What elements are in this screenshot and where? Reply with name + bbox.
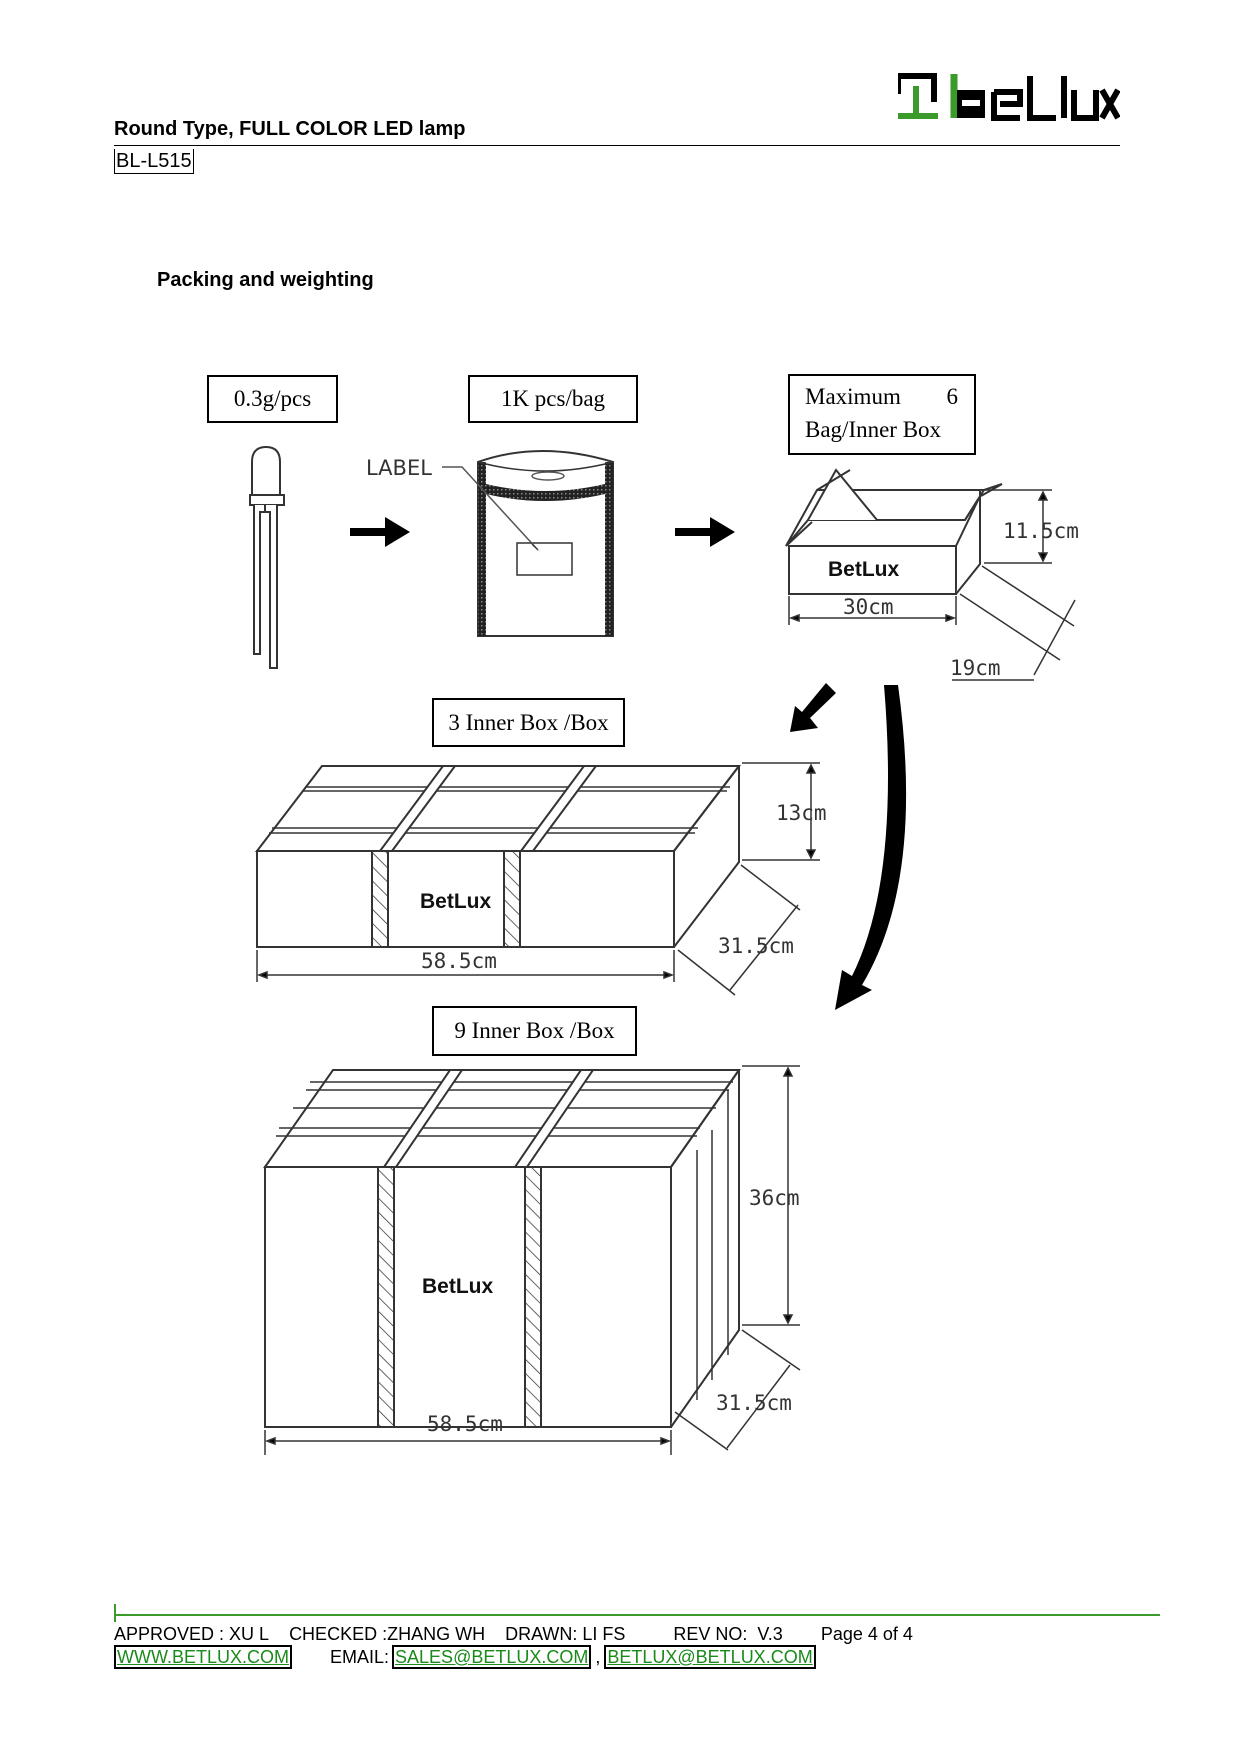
section-title: Packing and weighting	[157, 269, 374, 291]
inner-box-icon: BetLux	[785, 468, 1003, 595]
outer-box-3-height: 13cm	[776, 801, 827, 825]
revision-number: REV NO: V.3	[673, 1624, 783, 1644]
tag-line-1a: Maximum	[805, 384, 901, 409]
arrow-right-icon	[675, 517, 735, 547]
drawn-by: DRAWN: LI FS	[505, 1624, 626, 1644]
brand-label: BetLux	[420, 890, 491, 913]
bag-icon: LABEL	[366, 450, 614, 637]
email-label: EMAIL:	[330, 1646, 390, 1667]
outer-box-3-width: 58.5cm	[421, 949, 497, 973]
part-number: BL-L515	[114, 149, 194, 174]
sales-email-link[interactable]: SALES@BETLUX.COM	[392, 1645, 592, 1669]
inner-box-depth: 19cm	[950, 656, 1001, 680]
outer-box-9-depth: 31.5cm	[716, 1391, 792, 1415]
betlux-logo	[898, 73, 1120, 121]
page-number: Page 4 of 4	[820, 1624, 913, 1644]
outer-box-3-dimensions	[256, 762, 820, 996]
outer-box-9-dimensions	[264, 1065, 801, 1455]
pieces-per-bag-tag: 1K pcs/bag	[468, 375, 638, 423]
label-callout: LABEL	[366, 456, 432, 480]
outer-box-9-icon: BetLux	[263, 1069, 741, 1428]
bags-per-inner-box-tag: Maximum 6 Bag/Inner Box	[788, 374, 976, 455]
document-title: Round Type, FULL COLOR LED lamp	[114, 118, 466, 140]
website-link[interactable]: WWW.BETLUX.COM	[114, 1645, 292, 1669]
footer-approvals: APPROVED : XU L CHECKED :ZHANG WH DRAWN:…	[114, 1624, 933, 1645]
email-separator: ,	[595, 1646, 601, 1667]
outer-box-3-depth: 31.5cm	[718, 934, 794, 958]
arrow-diagonal-icon	[790, 683, 836, 732]
footer-rule-tick	[114, 1604, 116, 1622]
brand-label: BetLux	[422, 1275, 493, 1298]
arrow-curved-icon	[835, 685, 907, 1010]
footer-contacts: WWW.BETLUX.COM EMAIL: SALES@BETLUX.COM ,…	[114, 1645, 816, 1669]
checked-by: CHECKED :ZHANG WH	[289, 1624, 486, 1644]
tag-line-2: Bag/Inner Box	[805, 417, 942, 442]
outer-box-9-width: 58.5cm	[427, 1412, 503, 1436]
header-divider	[114, 145, 1120, 146]
arrow-right-icon	[350, 517, 410, 547]
inner-box-dimensions	[788, 489, 1076, 681]
nine-inner-box-tag: 9 Inner Box /Box	[432, 1006, 637, 1056]
info-email-link[interactable]: BETLUX@BETLUX.COM	[604, 1645, 816, 1669]
footer-divider	[114, 1614, 1160, 1616]
inner-box-width: 30cm	[843, 595, 894, 619]
outer-box-3-icon: BetLux	[254, 765, 742, 948]
outer-box-9-height: 36cm	[749, 1186, 800, 1210]
three-inner-box-tag: 3 Inner Box /Box	[432, 698, 625, 747]
led-lamp-icon	[249, 445, 285, 669]
tag-line-1b: 6	[946, 384, 959, 409]
weight-per-piece-tag: 0.3g/pcs	[207, 375, 338, 423]
approved-by: APPROVED : XU L	[114, 1624, 270, 1644]
brand-label: BetLux	[828, 558, 899, 581]
inner-box-height: 11.5cm	[1003, 519, 1079, 543]
